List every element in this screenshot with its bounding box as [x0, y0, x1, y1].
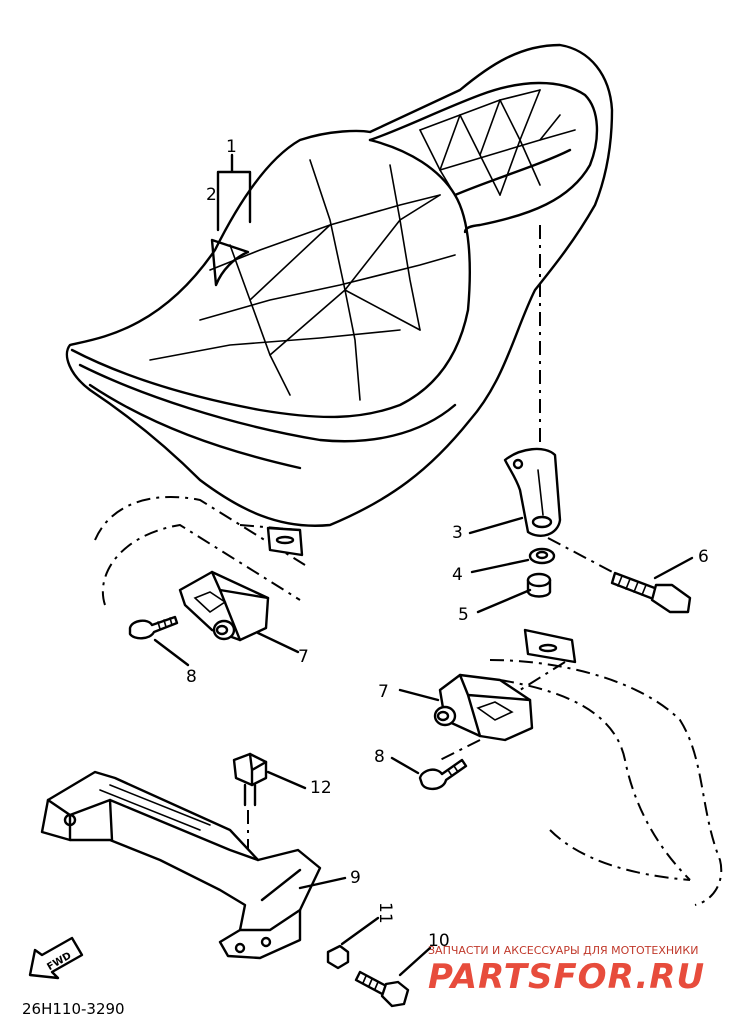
- screw-right: [418, 758, 468, 791]
- callout-5: 5: [458, 605, 469, 625]
- rail-tab-right: [523, 628, 577, 664]
- watermark-tagline: ЗАПЧАСТИ И АКСЕССУАРЫ ДЛЯ МОТОТЕХНИКИ: [428, 944, 698, 957]
- callout-2: 2: [206, 185, 217, 205]
- leader-3: [468, 516, 524, 535]
- seat-lock-right: [433, 673, 534, 742]
- leader-9: [298, 876, 347, 890]
- frame-rail-right: [489, 659, 723, 906]
- bolt-lower: [354, 970, 410, 1008]
- leader-7a: [256, 631, 300, 654]
- leader-11: [340, 916, 380, 946]
- seat-switch: [232, 752, 268, 807]
- seat-assembly: [65, 43, 614, 527]
- callout-4: 4: [452, 565, 463, 585]
- callout-10: 10: [428, 931, 450, 951]
- seat-lock-left: [178, 570, 270, 642]
- callout-9: 9: [350, 868, 361, 888]
- collar: [526, 572, 552, 598]
- drawing-code: 26H110-3290: [22, 1000, 125, 1018]
- callout-7a: 7: [298, 647, 309, 667]
- leader-8b: [390, 756, 420, 775]
- leader-8a: [153, 638, 190, 667]
- callout-8b: 8: [374, 747, 385, 767]
- callout-12: 12: [310, 778, 332, 798]
- leader-10: [398, 946, 432, 977]
- callout-7b: 7: [378, 682, 389, 702]
- leader-7b: [398, 688, 440, 702]
- nut: [528, 547, 556, 565]
- callout-3: 3: [452, 523, 463, 543]
- seat-bracket: [503, 447, 562, 537]
- leader-12: [266, 770, 307, 790]
- watermark-brand: PARTSFOR.RU: [428, 957, 705, 997]
- callout-6: 6: [698, 547, 709, 567]
- leader-6: [653, 556, 694, 580]
- watermark: ЗАПЧАСТИ И АКСЕССУАРЫ ДЛЯ МОТОТЕХНИКИ PA…: [428, 944, 705, 997]
- leader-5: [476, 588, 532, 614]
- callout-1: 1: [226, 137, 237, 157]
- grommet: [326, 944, 350, 970]
- callout-11: 11: [375, 902, 395, 924]
- flange-bolt: [610, 571, 692, 614]
- alignment-line-bolt: [547, 537, 619, 576]
- rail-tab-left: [266, 526, 304, 557]
- base-bracket: [40, 770, 322, 960]
- alignment-line-screw-right: [439, 739, 481, 761]
- screw-left: [128, 615, 179, 640]
- callout-8a: 8: [186, 667, 197, 687]
- fwd-arrow-icon: FWD: [28, 936, 84, 980]
- alignment-line-rail-right: [519, 661, 566, 691]
- leader-lines-1-2: [216, 153, 252, 232]
- leader-4: [470, 558, 530, 574]
